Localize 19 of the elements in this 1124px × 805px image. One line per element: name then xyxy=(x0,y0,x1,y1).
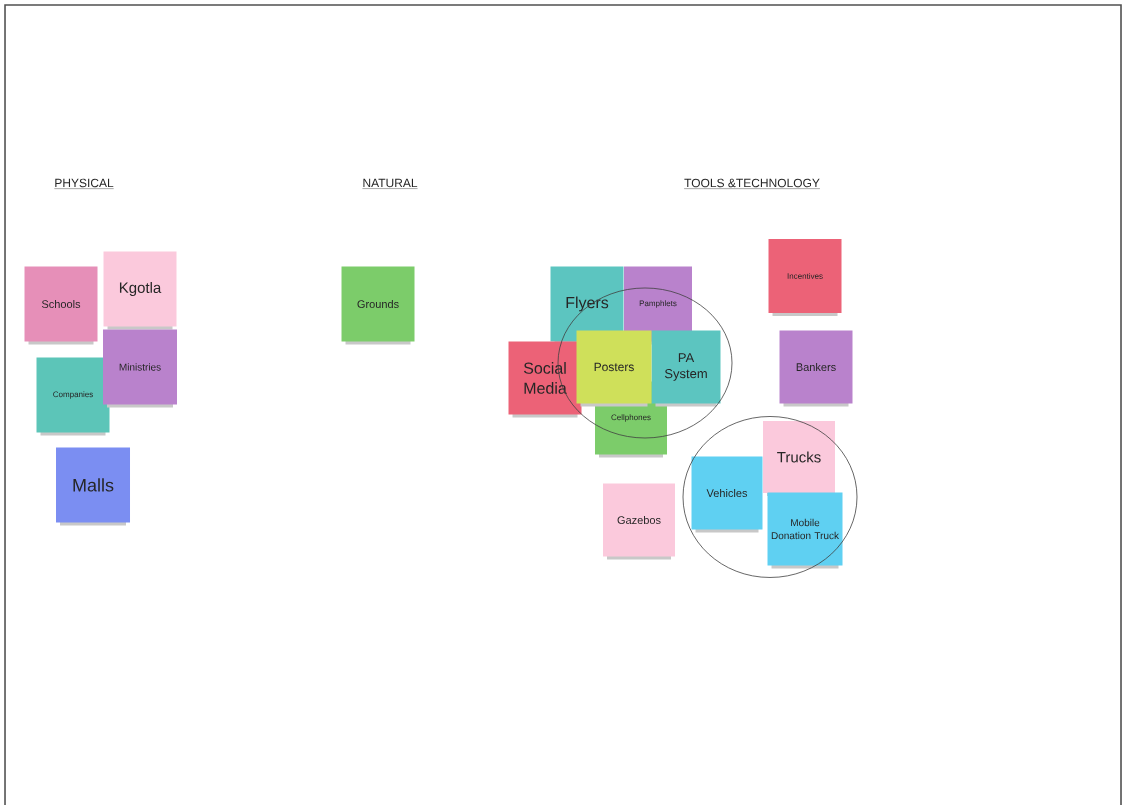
sticky-note: Incentives xyxy=(768,239,842,316)
sticky-note: Kgotla xyxy=(103,251,177,330)
sticky-note: Bankers xyxy=(779,330,853,407)
sticky-note: Grounds xyxy=(341,266,415,345)
sticky-note: Posters xyxy=(576,330,652,407)
section-heading: NATURAL xyxy=(362,178,418,189)
sticky-note: Mobile Donation Truck xyxy=(767,492,843,569)
sticky-note: Social Media xyxy=(508,341,582,418)
sticky-note: Trucks xyxy=(763,421,835,496)
grouping-circle xyxy=(682,416,858,578)
section-heading: TOOLS &TECHNOLOGY xyxy=(683,178,821,189)
section-heading: PHYSICAL xyxy=(54,178,114,189)
sticky-note: Ministries xyxy=(103,329,177,408)
sticky-note: PA System xyxy=(651,330,721,407)
sticky-note: Companies xyxy=(36,357,110,436)
sticky-note: Gazebos xyxy=(603,483,675,560)
sticky-note: Schools xyxy=(24,266,98,345)
sticky-note: Vehicles xyxy=(691,456,763,533)
sticky-note: Malls xyxy=(56,447,130,526)
